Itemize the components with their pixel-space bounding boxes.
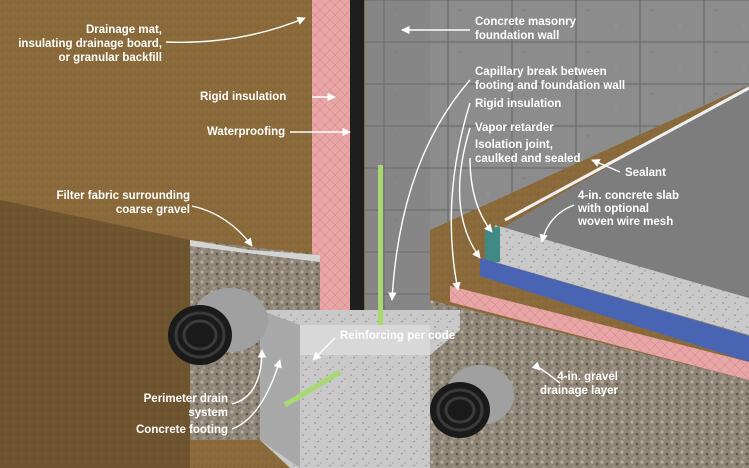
svg-text:coarse gravel: coarse gravel bbox=[116, 204, 190, 216]
footing-top bbox=[300, 325, 430, 355]
svg-text:woven wire mesh: woven wire mesh bbox=[577, 216, 673, 228]
svg-text:4-in. gravel: 4-in. gravel bbox=[557, 371, 618, 383]
perimeter-drain-pipe-left bbox=[168, 288, 268, 365]
gravel-drainage-layer bbox=[430, 300, 749, 468]
svg-text:insulating drainage board,: insulating drainage board, bbox=[18, 38, 162, 50]
isolation-joint bbox=[485, 226, 500, 262]
label-isolation-joint: Isolation joint, caulked and sealed bbox=[469, 139, 580, 233]
horizontal-rebar bbox=[283, 369, 342, 408]
waterproofing-layer bbox=[350, 0, 364, 310]
label-sealant: Sealant bbox=[591, 159, 666, 179]
label-gravel-layer: 4-in. gravel drainage layer bbox=[531, 361, 619, 397]
svg-text:Perimeter drain: Perimeter drain bbox=[144, 393, 228, 405]
svg-text:foundation wall: foundation wall bbox=[475, 30, 559, 42]
label-reinforcing: Reinforcing per code bbox=[312, 330, 455, 361]
svg-text:drainage layer: drainage layer bbox=[540, 385, 619, 397]
svg-text:Concrete masonry: Concrete masonry bbox=[475, 16, 577, 28]
vapor-retarder bbox=[480, 258, 749, 362]
svg-text:caulked and sealed: caulked and sealed bbox=[475, 153, 580, 165]
label-concrete-slab: 4-in. concrete slab with optional woven … bbox=[539, 190, 679, 243]
svg-text:Waterproofing: Waterproofing bbox=[207, 126, 285, 138]
label-rigid-insulation-right: Rigid insulation bbox=[450, 98, 561, 291]
svg-text:Reinforcing per code: Reinforcing per code bbox=[340, 330, 455, 342]
masonry-wall-side bbox=[365, 0, 430, 330]
svg-text:Isolation joint,: Isolation joint, bbox=[475, 139, 553, 151]
label-masonry-wall: Concrete masonry foundation wall bbox=[401, 16, 577, 42]
rigid-insulation-exterior bbox=[312, 0, 350, 310]
svg-text:Drainage mat,: Drainage mat, bbox=[86, 24, 162, 36]
svg-text:Filter fabric surrounding: Filter fabric surrounding bbox=[56, 190, 190, 202]
concrete-footing-side bbox=[260, 310, 300, 468]
filter-fabric bbox=[190, 240, 320, 262]
svg-text:Sealant: Sealant bbox=[625, 167, 666, 179]
label-waterproofing: Waterproofing bbox=[207, 126, 351, 138]
svg-text:Rigid insulation: Rigid insulation bbox=[475, 98, 561, 110]
label-filter-fabric: Filter fabric surrounding coarse gravel bbox=[56, 190, 253, 247]
rigid-insulation-under-slab bbox=[450, 286, 749, 380]
svg-text:4-in. concrete slab: 4-in. concrete slab bbox=[578, 190, 679, 202]
masonry-wall bbox=[365, 0, 749, 330]
svg-text:Capillary break between: Capillary break between bbox=[475, 66, 607, 78]
label-vapor-retarder: Vapor retarder bbox=[458, 122, 554, 259]
svg-text:footing and foundation wall: footing and foundation wall bbox=[475, 80, 625, 92]
label-concrete-footing: Concrete footing bbox=[136, 359, 282, 436]
svg-text:Concrete footing: Concrete footing bbox=[136, 424, 228, 436]
soil-lower bbox=[0, 200, 190, 468]
svg-text:with optional: with optional bbox=[577, 203, 649, 215]
svg-text:Rigid insulation: Rigid insulation bbox=[200, 91, 286, 103]
label-drainage-mat: Drainage mat, insulating drainage board,… bbox=[18, 17, 306, 64]
concrete-slab bbox=[495, 225, 749, 335]
label-capillary-break: Capillary break between footing and foun… bbox=[388, 66, 625, 301]
perimeter-drain-pipe-right bbox=[430, 365, 514, 438]
svg-text:Vapor retarder: Vapor retarder bbox=[475, 122, 554, 134]
svg-text:or granular backfill: or granular backfill bbox=[58, 52, 162, 64]
vertical-rebar bbox=[378, 165, 383, 325]
sealant-line bbox=[504, 86, 749, 222]
label-rigid-insulation-left: Rigid insulation bbox=[200, 91, 336, 103]
label-perimeter-drain: Perimeter drain system bbox=[144, 349, 267, 419]
svg-text:system: system bbox=[188, 407, 228, 419]
